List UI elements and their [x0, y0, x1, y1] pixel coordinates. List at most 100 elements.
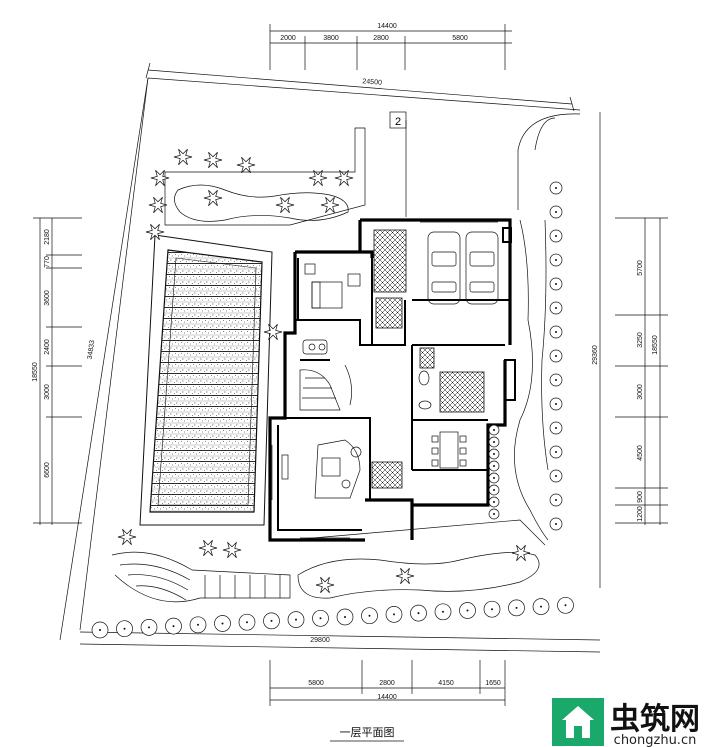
shrub-icon [203, 189, 223, 207]
top-dim-2: 3800 [323, 35, 339, 42]
top-total-dim: 14400 [377, 23, 397, 30]
shrub-icon [395, 567, 415, 585]
left-dim-6: 6600 [44, 462, 51, 478]
tree-center-dot [99, 629, 101, 631]
tree-center-dot [555, 475, 557, 477]
top-dim-3: 2800 [373, 35, 389, 42]
shrub-icon [145, 223, 165, 241]
tree-center-dot [493, 465, 495, 467]
tree-center-dot [555, 427, 557, 429]
tree-center-dot [172, 625, 175, 628]
tree-center-dot [555, 499, 557, 501]
right-dim-2: 3250 [637, 332, 644, 348]
bottom-dimension-chain: 5800 2800 4150 1650 14400 [269, 660, 506, 706]
shrub-icon [320, 196, 340, 214]
bottom-total-dim: 14400 [377, 694, 397, 701]
section-marker: 2 [395, 116, 401, 128]
tree-center-dot [493, 501, 495, 503]
hatched-areas [371, 229, 485, 489]
bottom-dim-2: 2800 [379, 680, 395, 687]
staircase [299, 364, 352, 411]
tree-center-dot [555, 235, 557, 237]
right-dim-1: 5700 [637, 260, 644, 276]
shrub-icon [334, 169, 354, 187]
site-top-dimension: 24500 [145, 62, 575, 112]
right-garden-edge [514, 219, 549, 541]
tree-center-dot [515, 606, 518, 609]
top-dimension-chain: 14400 2000 3800 2800 5800 [269, 23, 512, 70]
tree-center-dot [491, 608, 493, 611]
tree-center-dot [221, 622, 224, 625]
right-subtotal-dim: 18550 [652, 335, 659, 355]
tree-center-dot [555, 211, 557, 213]
shrub-icon [173, 148, 193, 166]
tree-center-dot [540, 605, 542, 608]
watermark-text: 虫筑网 [610, 702, 700, 737]
tree-center-dot [555, 355, 557, 357]
shrub-symbols [117, 148, 531, 594]
left-dim-1: 2180 [44, 229, 51, 245]
site-top-dim: 24500 [362, 78, 382, 87]
dining-table [431, 431, 467, 469]
tree-center-dot [319, 617, 322, 620]
lower-garden-bed [289, 519, 546, 599]
tree-center-dot [148, 626, 150, 629]
tree-center-dot [493, 477, 495, 479]
left-total-dim: 18550 [32, 362, 39, 382]
bottom-dim-3: 4150 [438, 680, 454, 687]
bottom-dim-4: 1650 [485, 680, 501, 687]
living-room-furniture [281, 439, 362, 499]
tree-center-dot [493, 429, 495, 431]
shrub-icon [236, 156, 256, 174]
shrub-icon [222, 541, 242, 559]
building-outline [268, 218, 516, 542]
tree-center-dot [493, 453, 495, 455]
tree-center-dot [417, 612, 420, 615]
right-dim-5: 1200 [637, 506, 644, 522]
left-diagonal-dim: 34833 [87, 340, 97, 360]
drawing-title: 一层平面图 [340, 726, 395, 739]
tree-center-dot [555, 259, 557, 261]
tree-center-dot [555, 283, 557, 285]
bottom-dim-1: 5800 [308, 680, 324, 687]
tree-center-dot [270, 619, 273, 622]
watermark-url: chongzhu.cn [614, 733, 697, 747]
site-bottom-dim: 29800 [310, 637, 330, 644]
tree-center-dot [555, 187, 557, 189]
right-dimension-chain: 29360 18550 5700 3250 3000 4500 1200 900 [592, 112, 668, 588]
top-dim-1: 2000 [280, 35, 296, 42]
shrub-icon [203, 151, 223, 169]
left-dim-2: 770 [44, 256, 51, 268]
tree-center-dot [197, 623, 199, 626]
upper-garden-bed [164, 127, 366, 226]
tree-row [91, 181, 574, 639]
wooden-deck [139, 234, 273, 526]
tree-center-dot [493, 441, 495, 443]
tree-center-dot [555, 451, 557, 453]
left-dimension-chain: 18550 2180 770 3600 2400 3000 6600 [32, 217, 82, 525]
tree-center-dot [555, 307, 557, 309]
right-site-dim: 29360 [592, 345, 599, 365]
garage-cars [427, 231, 499, 305]
tree-center-dot [555, 403, 557, 405]
shrub-icon [117, 528, 137, 546]
right-dim-3: 3000 [637, 384, 644, 400]
shrub-icon [150, 169, 170, 187]
tree-center-dot [368, 614, 371, 617]
curved-steps [111, 551, 291, 603]
site-boundary: 29800 34833 2 [59, 77, 601, 653]
right-dim-6: 900 [637, 491, 644, 503]
tree-center-dot [564, 604, 567, 607]
shrub-icon [148, 196, 168, 214]
shrub-icon [198, 539, 218, 557]
right-dim-4: 4500 [637, 445, 644, 461]
shrub-icon [308, 169, 328, 187]
left-dim-5: 3000 [44, 384, 51, 400]
shrub-icon [263, 323, 283, 341]
tree-center-dot [123, 627, 126, 630]
tree-center-dot [442, 610, 444, 613]
drawing-title-block: 一层平面图 [330, 726, 404, 742]
shrub-icon [275, 196, 295, 214]
tree-center-dot [393, 613, 395, 616]
